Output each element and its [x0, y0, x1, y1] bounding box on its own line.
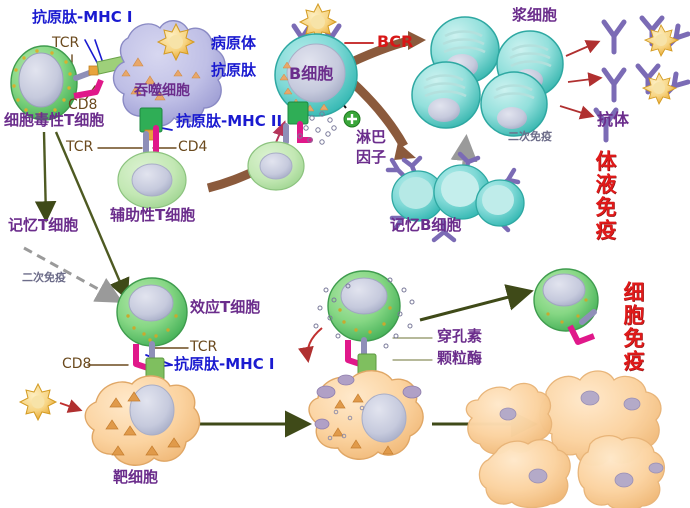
label-humoral-immunity: 体液免疫 [593, 150, 617, 242]
label-antigen-peptide: 抗原肽 [211, 61, 257, 79]
label-cytotoxic-t-cell: 细胞毒性T细胞 [4, 111, 105, 129]
label-target-cell: 靶细胞 [113, 468, 159, 486]
effector-t-cell-left [116, 277, 188, 381]
label-granzyme: 颗粒酶 [437, 349, 483, 367]
helper-t-cell [117, 125, 187, 209]
lysed-cells-cluster [465, 370, 665, 508]
label-helper-t-cell: 辅助性T细胞 [110, 206, 196, 224]
label-lymphokine-line2: 因子 [356, 148, 387, 166]
label-memory-t-cell: 记忆T细胞 [8, 216, 79, 234]
label-secondary-immunity-left: 二次免疫 [22, 271, 66, 284]
antigen-in-complex-icons [641, 23, 680, 106]
label-bcr: BCR [377, 32, 414, 51]
b-cell [247, 2, 361, 191]
label-antigen-peptide-mhc1-top: 抗原肽-MHC I [32, 8, 133, 26]
label-memory-b-cell: 记忆B细胞 [390, 216, 462, 234]
label-phagocyte: 吞噬细胞 [134, 83, 190, 99]
label-cd4: CD4 [178, 139, 208, 155]
label-cellular-immunity: 细胞免疫 [621, 281, 645, 373]
label-tcr-bottom: TCR [190, 339, 218, 355]
label-antibody: 抗体 [597, 110, 630, 129]
label-cd8-bottom: CD8 [62, 356, 92, 372]
label-antigen-peptide-mhc1-bottom: 抗原肽-MHC I [174, 355, 275, 373]
label-lymphokine-line1: 淋巴 [356, 128, 387, 146]
label-tcr-mid: TCR [66, 139, 94, 155]
damaged-target-cell [308, 370, 424, 460]
free-pathogen-icon [18, 382, 58, 422]
released-effector-t-cell [533, 268, 599, 345]
label-perforin: 穿孔素 [437, 327, 483, 345]
memory-b-cells [385, 151, 525, 243]
label-antigen-peptide-mhc2: 抗原肽-MHC II [176, 112, 283, 130]
target-cell [18, 375, 201, 466]
label-tcr-top: TCR [52, 35, 80, 51]
phagocyte-cell [112, 20, 226, 141]
plasma-cells [411, 16, 564, 137]
label-b-cell: B细胞 [289, 64, 334, 83]
engulfed-pathogen-icon [156, 22, 196, 62]
label-pathogen: 病原体 [211, 34, 257, 52]
label-cd8-top: CD8 [68, 97, 98, 113]
label-effector-t-cell: 效应T细胞 [190, 298, 261, 316]
cytotoxic-t-cell [10, 45, 127, 121]
bound-pathogen-icon [298, 2, 338, 42]
label-plasma-cell: 浆细胞 [512, 6, 558, 24]
label-secondary-immunity-right: 二次免疫 [508, 130, 552, 143]
